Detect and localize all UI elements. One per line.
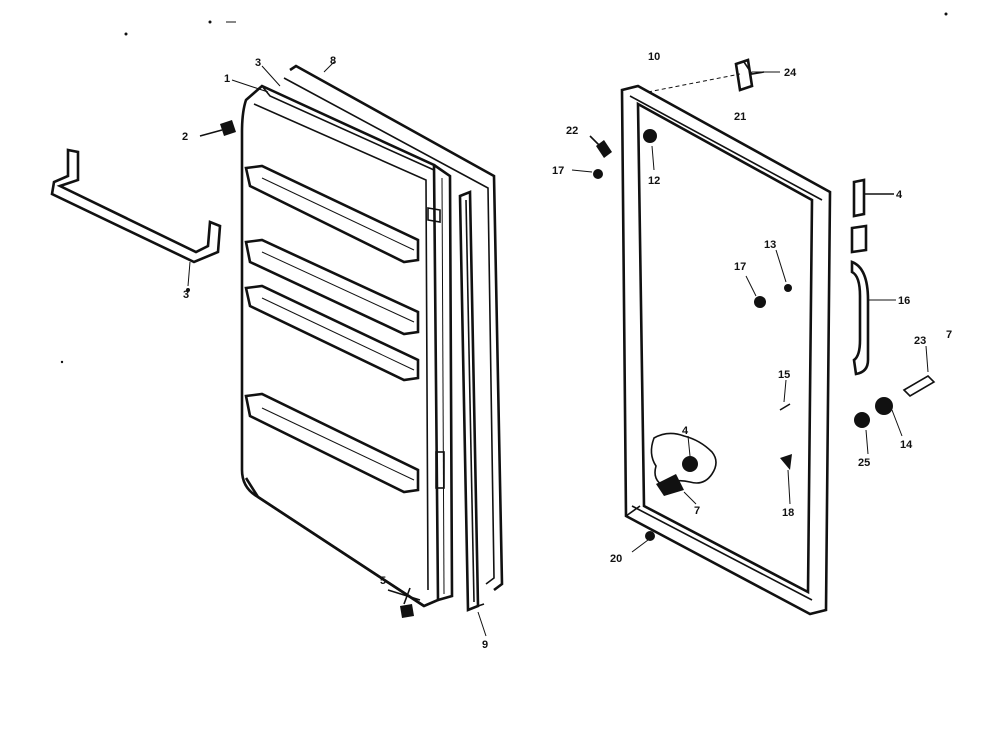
- outer-door-panel: [620, 73, 832, 616]
- callout-5: 5: [380, 575, 386, 587]
- callout-8: 8: [330, 55, 336, 67]
- callout-17-right: 17: [734, 261, 746, 273]
- screw-part-2: [199, 120, 236, 137]
- callout-18: 18: [782, 507, 794, 519]
- fasteners-right: [571, 129, 936, 553]
- callout-20: 20: [610, 553, 622, 565]
- callout-3-rail: 3: [183, 289, 189, 301]
- callout-7-cutaway: 7: [694, 505, 700, 517]
- shelf-rail: [50, 148, 222, 292]
- callout-23: 23: [914, 335, 926, 347]
- callout-12: 12: [648, 175, 660, 187]
- callout-3-top: 3: [255, 57, 261, 69]
- callout-16: 16: [898, 295, 910, 307]
- door-handle: [850, 178, 896, 376]
- callout-7-right: 7: [946, 329, 952, 341]
- screw-part-5: [387, 587, 421, 618]
- callout-14: 14: [900, 439, 913, 451]
- top-hinge: [734, 58, 780, 92]
- callout-9: 9: [482, 639, 488, 651]
- callout-21: 21: [734, 111, 746, 123]
- callout-4-cutaway: 4: [682, 425, 689, 437]
- callout-13: 13: [764, 239, 776, 251]
- callout-4-hinge: 4: [896, 189, 903, 201]
- callout-1: 1: [224, 73, 230, 85]
- door-liner: [240, 84, 454, 608]
- insulation-cutaway: [650, 432, 717, 505]
- callout-10: 10: [648, 51, 660, 63]
- callout-15: 15: [778, 369, 790, 381]
- callout-22: 22: [566, 125, 578, 137]
- callout-25: 25: [858, 457, 870, 469]
- callout-17-left: 17: [552, 165, 564, 177]
- callout-2: 2: [182, 131, 188, 143]
- door-gasket: [283, 64, 504, 612]
- callout-24-top: 24: [784, 67, 797, 79]
